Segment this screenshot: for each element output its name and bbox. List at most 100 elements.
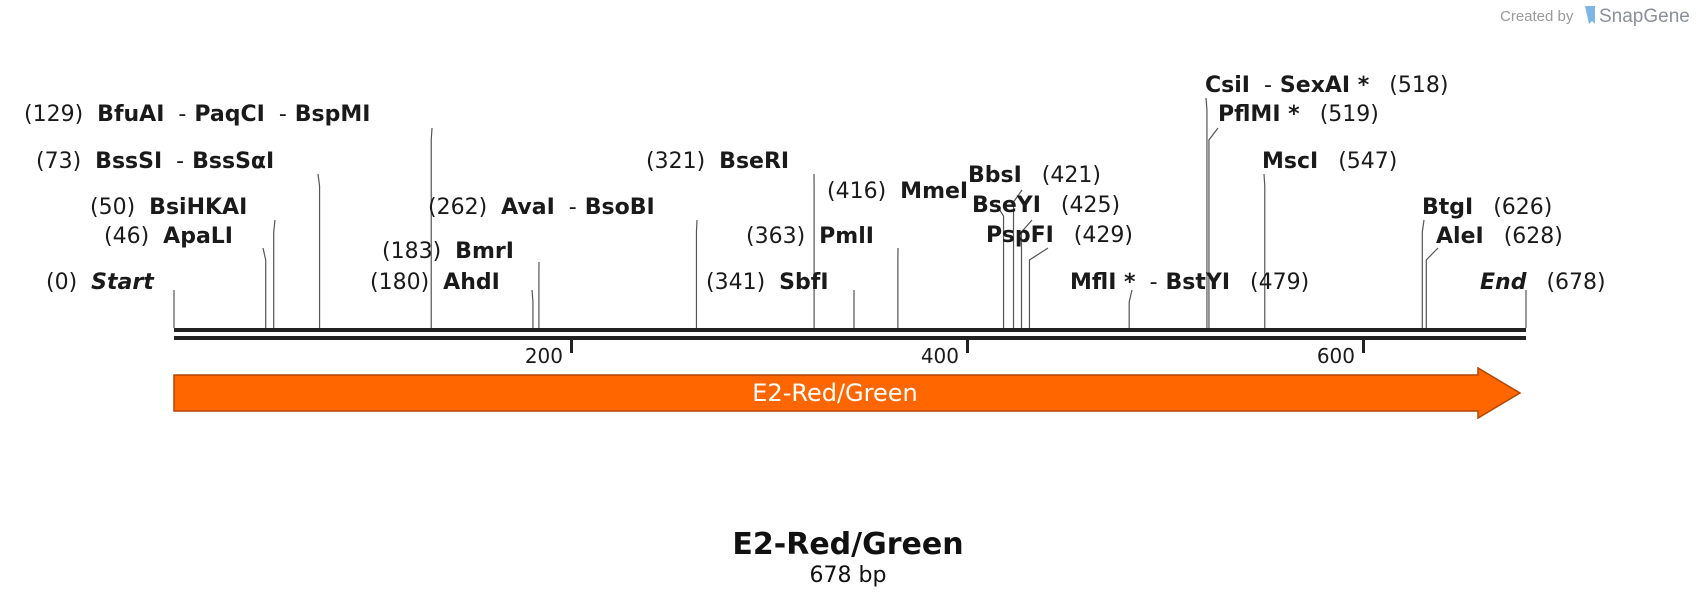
site-enzyme-name: MscI bbox=[1262, 149, 1318, 174]
site-enzyme-name: CsiI bbox=[1205, 73, 1250, 98]
site-line-mmei bbox=[995, 203, 1005, 328]
site-line-bbsi bbox=[1012, 189, 1023, 328]
site-label-bsihkai[interactable]: (50)BsiHKAI bbox=[90, 195, 247, 220]
site-separator: - bbox=[1264, 73, 1272, 98]
site-label-bseyi[interactable]: (425) BseYI bbox=[972, 193, 1120, 218]
site-enzyme-name: BssSI bbox=[95, 149, 162, 174]
site-label-apali[interactable]: (46) ApaLI bbox=[104, 224, 233, 249]
ruler-ticks: 200 400 600 bbox=[525, 339, 1365, 368]
site-position: (519) bbox=[1320, 102, 1379, 127]
site-enzyme-name: AleI bbox=[1436, 224, 1484, 249]
site-position: (180) bbox=[370, 270, 429, 295]
site-line-btgi bbox=[1421, 219, 1425, 328]
site-position: (50) bbox=[90, 195, 135, 220]
site-line-avai bbox=[695, 219, 698, 328]
site-separator: - bbox=[176, 149, 184, 174]
site-line-pspfi bbox=[1028, 247, 1049, 328]
site-position: (341) bbox=[706, 270, 765, 295]
site-enzyme-name: BbsI bbox=[968, 163, 1022, 188]
site-enzyme-name: BseYI bbox=[972, 193, 1041, 218]
snapgene-credit[interactable]: Created by SnapGene bbox=[1500, 6, 1690, 27]
map-length: 678 bp bbox=[810, 563, 887, 588]
site-position: (628) bbox=[1504, 224, 1563, 249]
site-separator: - bbox=[178, 102, 186, 127]
site-line-bfuai bbox=[430, 127, 433, 328]
site-enzyme-name-2: SexAI * bbox=[1280, 73, 1370, 98]
site-label-csii[interactable]: (518) CsiI-SexAI * bbox=[1205, 73, 1448, 98]
tick-mark-200 bbox=[570, 339, 573, 353]
site-line-apali bbox=[262, 247, 267, 328]
site-position: (183) bbox=[382, 239, 441, 264]
site-position: (73) bbox=[36, 149, 81, 174]
site-line-csii bbox=[1205, 97, 1208, 328]
credit-prefix: Created by bbox=[1500, 8, 1574, 25]
site-enzyme-name: Start bbox=[91, 270, 155, 295]
site-label-mmei[interactable]: (416)MmeI bbox=[827, 179, 968, 204]
site-label-alei[interactable]: (628) AleI bbox=[1436, 224, 1563, 249]
site-enzyme-name-3: BspMI bbox=[295, 102, 371, 127]
site-enzyme-name: BtgI bbox=[1422, 195, 1473, 220]
site-label-end[interactable]: (678)End bbox=[1480, 270, 1606, 295]
tick-label-600: 600 bbox=[1317, 344, 1355, 368]
site-position: (46) bbox=[104, 224, 149, 249]
dna-backbone bbox=[174, 328, 1526, 340]
site-lines bbox=[173, 97, 1527, 328]
site-line-bsssi bbox=[317, 173, 321, 328]
site-line-ahdi bbox=[531, 289, 534, 328]
site-label-mfli[interactable]: (479)MflI *-BstYI bbox=[1070, 270, 1309, 295]
site-line-mfli bbox=[1128, 289, 1133, 328]
site-enzyme-name: AvaI bbox=[501, 195, 555, 220]
site-position: (0) bbox=[46, 270, 77, 295]
site-position: (547) bbox=[1338, 149, 1397, 174]
site-enzyme-name: ApaLI bbox=[163, 224, 233, 249]
site-position: (421) bbox=[1042, 163, 1101, 188]
site-label-pflmi[interactable]: (519)PflMI * bbox=[1218, 102, 1379, 127]
site-label-bseri[interactable]: (321) BseRI bbox=[646, 149, 789, 174]
site-position: (626) bbox=[1493, 195, 1552, 220]
tick-mark-400 bbox=[966, 339, 969, 353]
site-position: (425) bbox=[1061, 193, 1120, 218]
site-label-start[interactable]: (0) Start bbox=[46, 270, 155, 295]
tick-label-400: 400 bbox=[921, 344, 959, 368]
site-line-bseyi bbox=[1020, 219, 1033, 328]
tick-mark-600 bbox=[1362, 339, 1365, 353]
site-label-msci[interactable]: (547) MscI bbox=[1262, 149, 1397, 174]
site-position: (518) bbox=[1389, 73, 1448, 98]
site-separator: - bbox=[1150, 270, 1158, 295]
site-label-bbsi[interactable]: (421) BbsI bbox=[968, 163, 1101, 188]
site-position: (321) bbox=[646, 149, 705, 174]
site-line-msci bbox=[1263, 173, 1266, 328]
site-enzyme-name: End bbox=[1480, 270, 1527, 295]
site-line-alei bbox=[1425, 247, 1439, 328]
site-enzyme-name: SbfI bbox=[779, 270, 828, 295]
feature-arrow[interactable]: E2-Red/Green bbox=[173, 366, 1522, 420]
site-enzyme-name: PmlI bbox=[819, 224, 874, 249]
site-separator-2: - bbox=[279, 102, 287, 127]
site-enzyme-name: MflI * bbox=[1070, 270, 1136, 295]
site-position: (429) bbox=[1074, 223, 1133, 248]
site-label-btgi[interactable]: (626) BtgI bbox=[1422, 195, 1552, 220]
site-position: (479) bbox=[1250, 270, 1309, 295]
site-position: (363) bbox=[746, 224, 805, 249]
site-label-sbfi[interactable]: (341) SbfI bbox=[706, 270, 829, 295]
site-label-pmli[interactable]: (363) PmlI bbox=[746, 224, 874, 249]
snapgene-logo-icon bbox=[1585, 6, 1595, 24]
site-label-avai[interactable]: (262)AvaI-BsoBI bbox=[428, 195, 655, 220]
map-title: E2-Red/Green bbox=[732, 527, 963, 562]
site-position: (129) bbox=[24, 102, 83, 127]
site-line-bsihkai bbox=[273, 219, 276, 328]
site-label-pspfi[interactable]: (429)PspFI bbox=[986, 223, 1133, 248]
site-label-bsssi[interactable]: (73) BssSI-BssSαI bbox=[36, 149, 274, 174]
site-label-bfuai[interactable]: (129)BfuAI-PaqCI-BspMI bbox=[24, 102, 370, 127]
credit-brand: SnapGene bbox=[1599, 6, 1690, 27]
backbone-strand-top bbox=[174, 328, 1526, 332]
site-label-bmri[interactable]: (183) BmrI bbox=[382, 239, 514, 264]
site-enzyme-name: BmrI bbox=[455, 239, 514, 264]
site-separator: - bbox=[569, 195, 577, 220]
site-enzyme-name-2: BssSαI bbox=[192, 149, 274, 174]
site-enzyme-name: BfuAI bbox=[97, 102, 164, 127]
site-label-ahdi[interactable]: (180)AhdI bbox=[370, 270, 500, 295]
site-enzyme-name: BseRI bbox=[719, 149, 789, 174]
site-labels: (0)Start(46)ApaLI(50)BsiHKAI(73)BssSI-Bs… bbox=[24, 73, 1606, 295]
